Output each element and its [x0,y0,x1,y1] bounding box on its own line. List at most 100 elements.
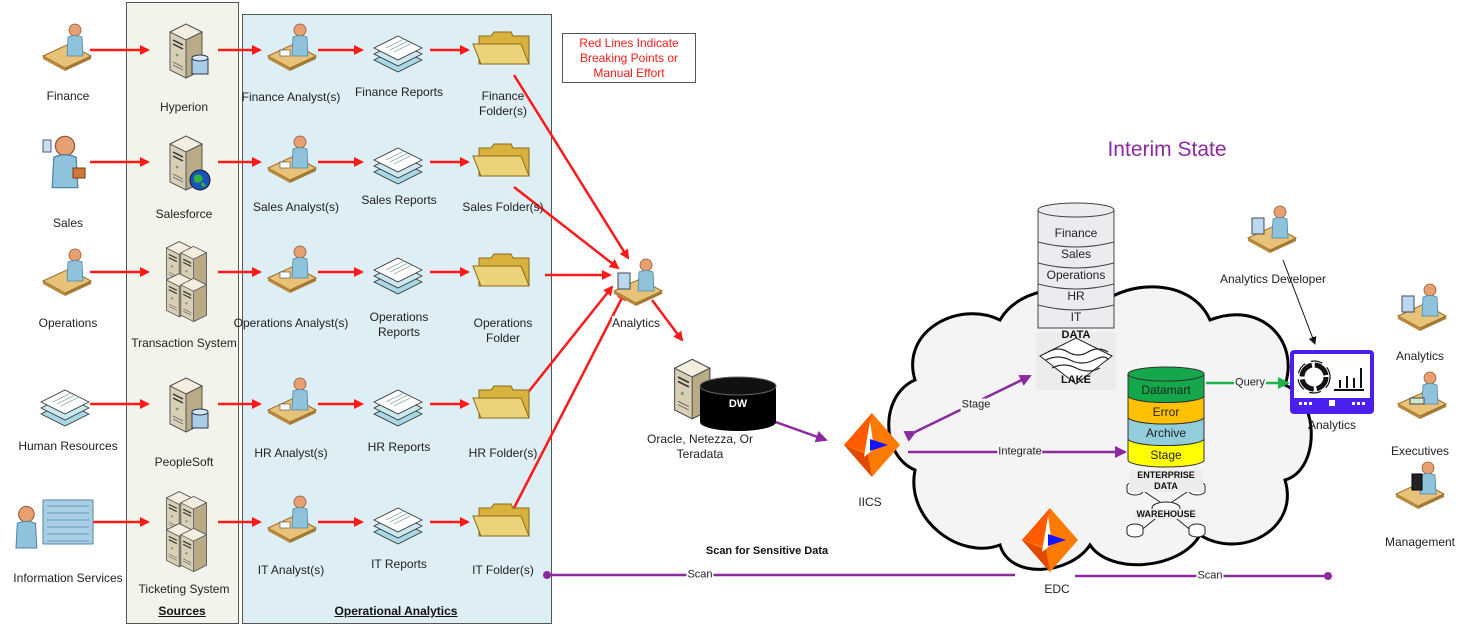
source-system-label: Ticketing System [138,582,230,596]
source-system-label: Hyperion [159,100,209,114]
folder-label: Operations Folder [473,316,533,345]
dw-badge: DW [728,398,748,410]
analyst-label: Sales Analyst(s) [252,200,340,214]
ew-layer-band [1127,395,1205,425]
manual-effort-line [651,299,684,342]
edge-label-scan-left: Scan [686,568,714,582]
edc-label: EDC [1044,582,1070,596]
lake-segment: Finance [1054,226,1098,240]
central-analytics-label: Analytics [611,316,661,331]
operations-person-icon [42,248,92,297]
lake-segment: Sales [1060,247,1092,261]
folder-label: Sales Folder(s) [462,200,544,214]
central-analytics-workstation-icon [613,258,663,307]
lake-caption-top: DATA [1061,329,1091,341]
folder-icon [472,31,530,65]
folder-icon [472,143,530,177]
reports-stack-icon [373,35,423,73]
ew-layer-label: Datamart [1141,383,1191,397]
department-label: Human Resources [18,439,118,453]
edge-label-stage: Stage [960,398,992,412]
department-label: Operations [38,316,98,330]
reports-stack-icon [373,147,423,185]
analyst-label: Operations Analyst(s) [233,316,349,330]
server-cluster-icon [165,241,207,323]
lake-caption-bottom: LAKE [1061,374,1091,386]
manual-effort-line [513,186,620,270]
analyst-workstation-icon [1397,283,1447,332]
finance-person-icon [42,23,92,72]
legend-note: Red Lines Indicate Breaking Points or Ma… [562,33,696,83]
ew-layer-band [1127,373,1205,403]
department-label: Information Services [13,571,123,585]
analyst-desk-icon [267,23,317,72]
ew-layer-label: Stage [1150,448,1182,462]
folder-label: IT Folder(s) [472,563,534,577]
hr-documents-icon [40,389,90,427]
manual-effort-line [512,290,627,509]
scan-endpoint [1324,572,1332,580]
ew-layer-label: Archive [1145,426,1186,440]
server-database-icon [169,377,209,433]
dw-cylinder-icon [699,376,777,431]
edge-label-query: Query [1234,376,1266,390]
legacy-dw-label: Oracle, Netezza, Or Teradata [646,432,754,461]
consumer-label: Management [1384,535,1456,549]
analyst-desk-icon [267,245,317,294]
analyst-desk-icon [267,495,317,544]
analytics-developer-label: Analytics Developer [1219,272,1327,286]
department-label: Sales [52,216,84,230]
reports-label: Operations Reports [369,310,429,339]
analytics-tool-icon [1290,350,1374,414]
reports-label: IT Reports [371,557,427,571]
diagram-title: Interim State [1107,138,1227,161]
manual-effort-lines [90,45,684,527]
ew-layer-label: Error [1152,405,1180,419]
sources-title: Sources [158,604,206,618]
analytics-developer-icon [1247,205,1297,254]
enterprise-dw-cylinder: Datamart Error Archive Stage [1127,364,1205,474]
analyst-label: IT Analyst(s) [257,563,325,577]
scan-title: Scan for Sensitive Data [705,545,829,557]
lake-segment: Operations [1046,268,1106,282]
ew-cylinder-top [1127,366,1205,382]
edge-label-scan-right: Scan [1196,569,1224,583]
ew-caption-bottom: WAREHOUSE [1134,509,1198,519]
developer-line [1282,259,1317,345]
consumer-label: Analytics [1395,349,1445,363]
analyst-desk-icon [267,135,317,184]
analyst-label: Finance Analyst(s) [241,90,341,104]
iics-label: IICS [858,495,882,509]
folder-icon [472,385,530,419]
reports-label: Finance Reports [354,85,444,99]
analyst-label: HR Analyst(s) [254,446,328,460]
server-globe-icon [169,135,211,191]
reports-stack-icon [373,507,423,545]
manual-effort-line [512,74,630,260]
source-system-label: Salesforce [155,207,213,221]
server-cluster-icon [165,491,207,573]
folder-label: HR Folder(s) [468,446,538,460]
server-database-icon [169,23,209,79]
reports-stack-icon [373,389,423,427]
ew-layer-band [1127,438,1205,468]
manager-computer-icon [1395,461,1445,510]
consumer-label: Executives [1390,444,1450,458]
lake-segment: HR [1067,289,1085,303]
dw-to-iics-line [769,418,828,443]
folder-icon [472,503,530,537]
ew-caption-top: ENTERPRISE DATA [1129,470,1203,492]
data-lake-cylinder: Finance Sales Operations HR IT [1037,202,1115,330]
ew-layer-band [1127,416,1205,446]
sales-person-icon [42,135,86,189]
department-label: Finance [46,89,90,103]
source-system-label: Transaction System [131,336,237,350]
icons-layer [15,23,1447,573]
reports-label: HR Reports [367,440,431,454]
reports-stack-icon [373,257,423,295]
analyst-desk-icon [267,377,317,426]
folder-icon [472,253,530,287]
source-system-label: PeopleSoft [154,455,214,469]
